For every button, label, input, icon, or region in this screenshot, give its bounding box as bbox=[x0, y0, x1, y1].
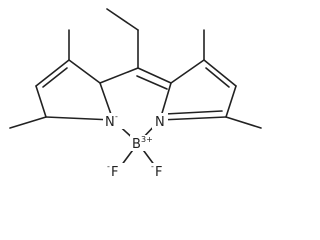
charge-n-left: - bbox=[115, 112, 118, 121]
charge-f-left: - bbox=[107, 162, 110, 171]
bond-left-ring-cc-2 bbox=[35, 59, 70, 87]
atom-n-right: N bbox=[155, 115, 165, 130]
atom-n-left: N bbox=[105, 115, 115, 130]
atom-labels: N - N B 3+ - F - F bbox=[105, 112, 165, 180]
bond-left-ring-cc-1 bbox=[68, 59, 101, 84]
bond-meso-left bbox=[99, 67, 139, 84]
bond-ethyl-2 bbox=[106, 8, 139, 31]
bond-left-ring-cc-3 bbox=[35, 85, 47, 118]
bond-meso-right bbox=[137, 67, 172, 84]
atom-f-right: F bbox=[155, 165, 162, 180]
bond-methyl-bottom-left bbox=[9, 116, 47, 129]
bodipy-structure-diagram: N - N B 3+ - F - F bbox=[9, 8, 262, 180]
bond-right-ring-cn-inner bbox=[164, 110, 223, 115]
bond-left-ring-c-n bbox=[45, 116, 114, 121]
bond-meso-right-inner bbox=[136, 75, 168, 90]
atom-f-left: F bbox=[111, 165, 118, 180]
bond-right-ring-cn bbox=[159, 116, 227, 121]
bond-right-ring-cc-1 bbox=[170, 59, 205, 84]
bond-left-ring-cc-2-inner bbox=[42, 67, 68, 88]
bond-methyl-bottom-right bbox=[225, 116, 262, 129]
charge-f-right: - bbox=[151, 162, 154, 171]
bond-right-ring-cc-3 bbox=[225, 85, 237, 118]
bond-right-ring-cc-2 bbox=[203, 59, 237, 87]
charge-boron: 3+ bbox=[141, 135, 153, 144]
bond-right-ring-cc-2-inner bbox=[205, 67, 230, 88]
atom-boron: B bbox=[132, 137, 141, 152]
atom-label-masks bbox=[103, 113, 170, 179]
